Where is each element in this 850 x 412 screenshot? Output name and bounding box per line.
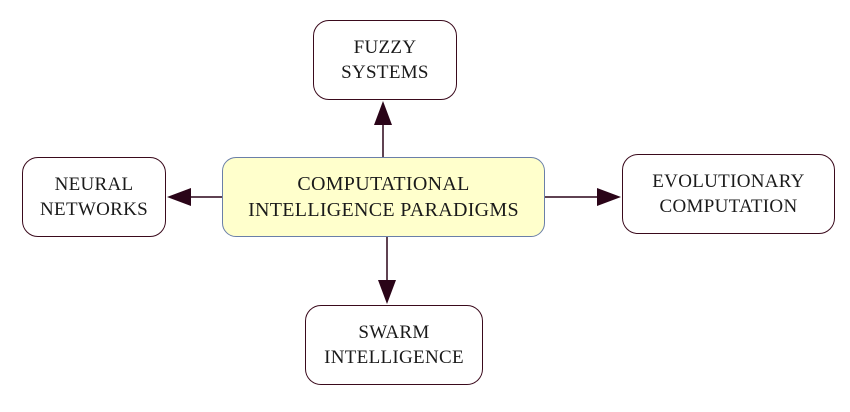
arrowhead-bottom — [378, 280, 396, 304]
node-right-line-1: EVOLUTIONARY — [652, 171, 805, 192]
node-bottom-line-2: INTELLIGENCE — [324, 347, 464, 368]
node-center-line-1: COMPUTATIONAL — [297, 173, 470, 195]
node-fuzzy-systems: FUZZY SYSTEMS — [313, 20, 457, 100]
node-left-line-1: NEURAL — [54, 174, 134, 195]
node-evolutionary-computation: EVOLUTIONARY COMPUTATION — [622, 154, 835, 234]
node-bottom-line-1: SWARM — [358, 322, 430, 343]
node-computational-intelligence-paradigms: COMPUTATIONAL INTELLIGENCE PARADIGMS — [222, 157, 545, 237]
arrowhead-left — [167, 188, 191, 206]
node-top-line-2: SYSTEMS — [341, 62, 429, 83]
node-left-line-2: NETWORKS — [40, 199, 148, 220]
node-right-line-2: COMPUTATION — [659, 196, 798, 217]
arrowhead-top — [374, 101, 392, 125]
node-swarm-intelligence: SWARM INTELLIGENCE — [305, 305, 483, 385]
node-center-line-2: INTELLIGENCE PARADIGMS — [248, 199, 519, 221]
node-top-line-1: FUZZY — [353, 37, 417, 58]
arrowhead-right — [597, 188, 621, 206]
node-neural-networks: NEURAL NETWORKS — [22, 157, 166, 237]
